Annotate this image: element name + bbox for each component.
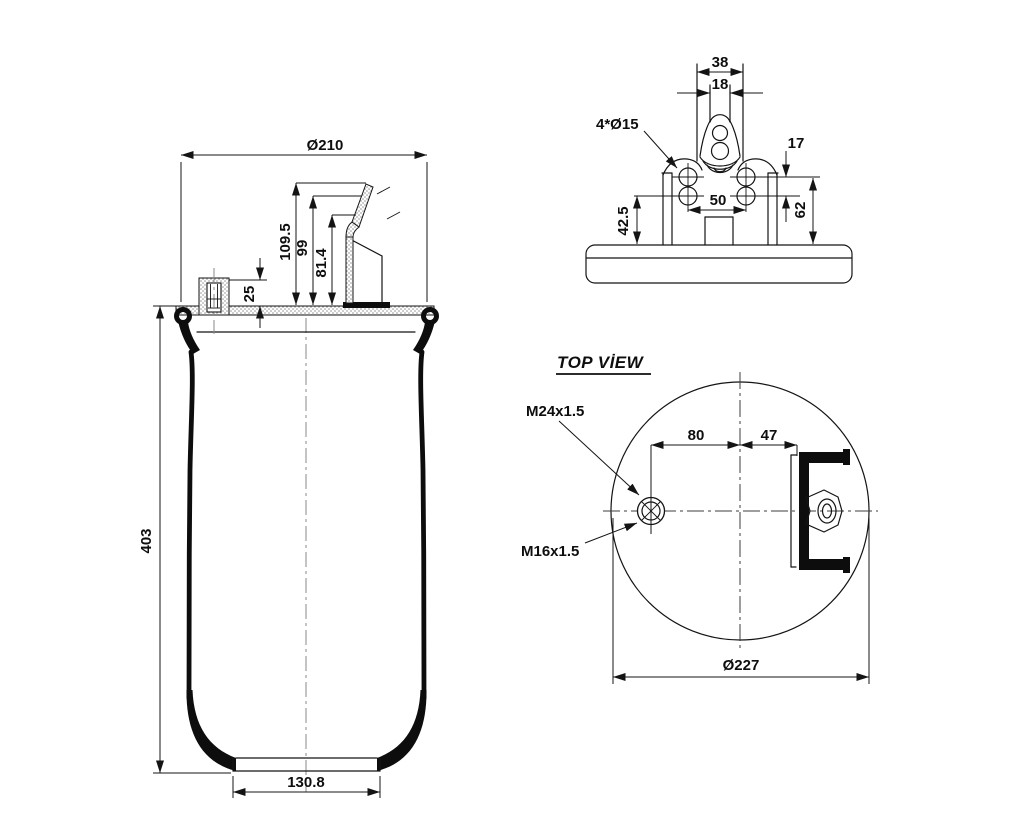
dim-bracket-h-mid-label: 99 (294, 240, 311, 257)
dim-hole-row-offset-label: 17 (788, 135, 805, 152)
label-stud-thread: M16x1.5 (521, 522, 638, 560)
top-view: TOP VİEW 80 47 M24x1.5 M16x1.5 (521, 353, 878, 684)
bead-left (174, 307, 192, 325)
dim-hole-row-offset: 17 (782, 135, 805, 222)
dim-flange-height-left-label: 42.5 (615, 206, 632, 235)
dim-bracket-h-total-label: 109.5 (277, 223, 294, 261)
dim-overall-height-label: 403 (138, 528, 155, 553)
dim-stud-height-label: 25 (241, 286, 258, 303)
dim-hole-spacing: 50 (688, 192, 746, 214)
rod-eye-lower (710, 141, 730, 161)
foot-left (186, 690, 236, 771)
dim-bracket-heights: 109.5 99 81.4 (277, 182, 366, 305)
side-bracket (343, 183, 401, 308)
dim-bracket-h-base-label: 81.4 (313, 248, 330, 278)
dim-overall-height: 403 (138, 305, 231, 774)
dim-diameter-top-label: Ø210 (307, 137, 344, 154)
label-air-port: M24x1.5 (526, 403, 640, 496)
dim-plate-diameter: Ø227 (612, 518, 870, 684)
dim-flange-height-left: 42.5 (615, 196, 641, 244)
bellows (186, 349, 427, 772)
dim-plate-diameter-label: Ø227 (723, 657, 760, 674)
rod-eye-upper (711, 124, 729, 142)
dim-hole-spacing-label: 50 (710, 192, 727, 209)
dim-port-offsets: 80 47 (651, 427, 798, 456)
dim-bracket-offset-label: 47 (761, 427, 778, 444)
bracket-body (661, 158, 779, 246)
label-air-port-text: M24x1.5 (526, 403, 584, 420)
bolt-holes (634, 163, 820, 212)
topview-bracket-profile (790, 449, 850, 573)
rod-knuckle (805, 489, 843, 533)
top-plate (174, 305, 439, 354)
bracket-rod (351, 183, 374, 228)
front-base-plate (585, 244, 853, 284)
dim-arm-outer-width-label: 38 (712, 54, 729, 71)
dim-piston-width: 130.8 (232, 774, 381, 798)
dim-arm-inner-width: 18 (677, 76, 763, 97)
foot-right (377, 690, 427, 771)
side-view: Ø210 109.5 99 81.4 25 403 (138, 137, 439, 798)
label-stud-thread-text: M16x1.5 (521, 543, 579, 560)
break-mark (376, 186, 391, 195)
dim-flange-height-right-label: 62 (792, 202, 809, 219)
label-bolt-holes-text: 4*Ø15 (596, 116, 639, 133)
label-bolt-holes: 4*Ø15 (596, 116, 678, 169)
dim-arm-outer-width: 38 (697, 54, 743, 76)
top-view-title: TOP VİEW (557, 353, 645, 372)
dim-piston-width-label: 130.8 (287, 774, 325, 791)
break-mark (386, 211, 401, 220)
dim-arm-inner-width-label: 18 (712, 76, 729, 93)
dim-flange-height-right: 62 (792, 178, 817, 244)
bracket-arm (696, 63, 744, 174)
stud-boss (198, 268, 230, 334)
front-view: 38 18 4*Ø15 17 50 42.5 (585, 54, 853, 284)
dim-port-offset-label: 80 (688, 427, 705, 444)
dim-stud-height: 25 (229, 258, 267, 328)
bead-right (421, 307, 439, 325)
dim-diameter-top: Ø210 (180, 137, 428, 302)
air-port (636, 445, 666, 534)
bracket-wedge (345, 236, 383, 304)
